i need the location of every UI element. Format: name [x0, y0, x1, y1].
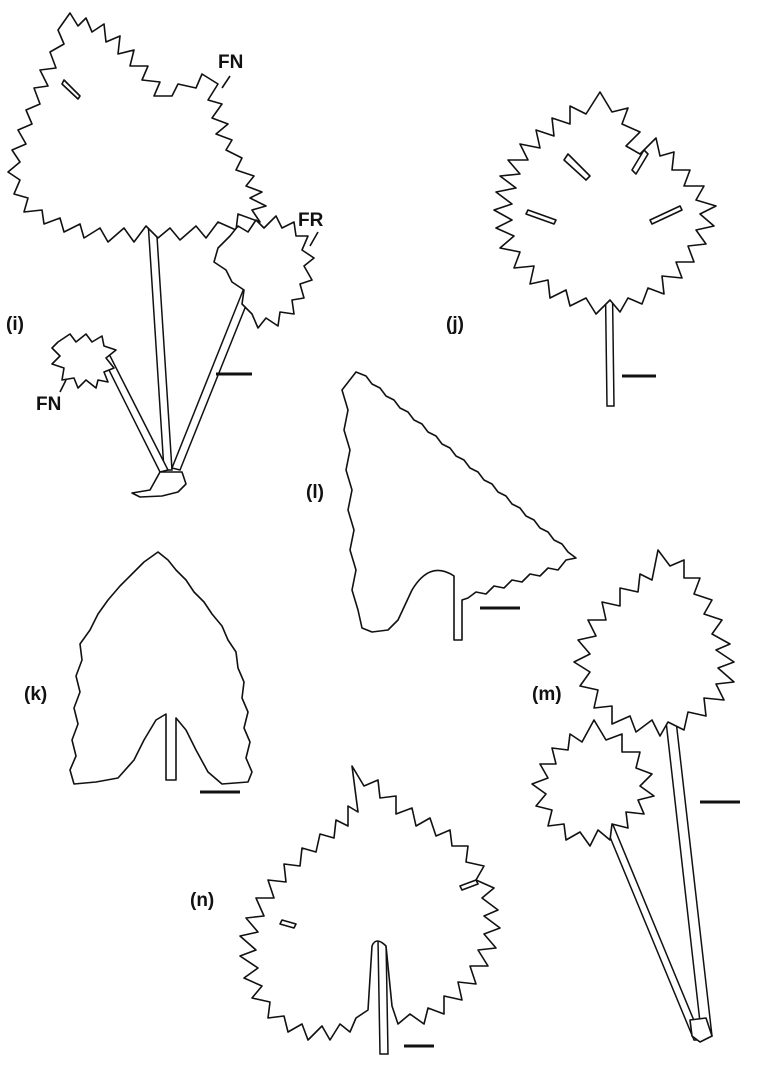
panel-i-annotation-fr: FR — [298, 210, 324, 231]
panel-l: (l) — [306, 372, 576, 640]
panel-k: (k) — [24, 552, 252, 792]
panel-j: (j) — [446, 92, 716, 406]
panel-n: (n) — [190, 766, 500, 1054]
panel-l-leaf — [342, 372, 576, 640]
panel-n-label: (n) — [190, 890, 214, 911]
panel-n-leaf — [240, 766, 500, 1040]
panel-i-annotation-fn-top: FN — [218, 52, 243, 73]
panel-m-label: (m) — [532, 684, 562, 705]
panel-i-small-leaf — [52, 334, 116, 388]
panel-i-fn-top-leader — [222, 76, 230, 88]
panel-i-large-leaf — [8, 13, 266, 242]
panel-m-upper-leaf — [574, 550, 734, 736]
panel-m-lower-leaf — [532, 720, 654, 846]
panel-i-right-leaf — [214, 216, 314, 328]
panel-i-annotation-fn-bottom: FN — [36, 394, 61, 415]
panel-k-label: (k) — [24, 684, 47, 705]
panel-i-fr-leader — [310, 232, 318, 246]
panel-i-fn-bottom-leader — [60, 380, 66, 392]
panel-j-leaf — [494, 92, 716, 314]
panel-i-label: (i) — [6, 314, 24, 335]
panel-l-label: (l) — [306, 482, 324, 503]
panel-i-right-petiole — [172, 288, 251, 470]
panel-m: (m) — [532, 550, 740, 1042]
panel-i: FN FR FN (i) — [6, 13, 324, 497]
panel-j-label: (j) — [446, 314, 464, 335]
panel-i-base — [132, 472, 186, 497]
panel-k-leaf — [70, 552, 252, 784]
